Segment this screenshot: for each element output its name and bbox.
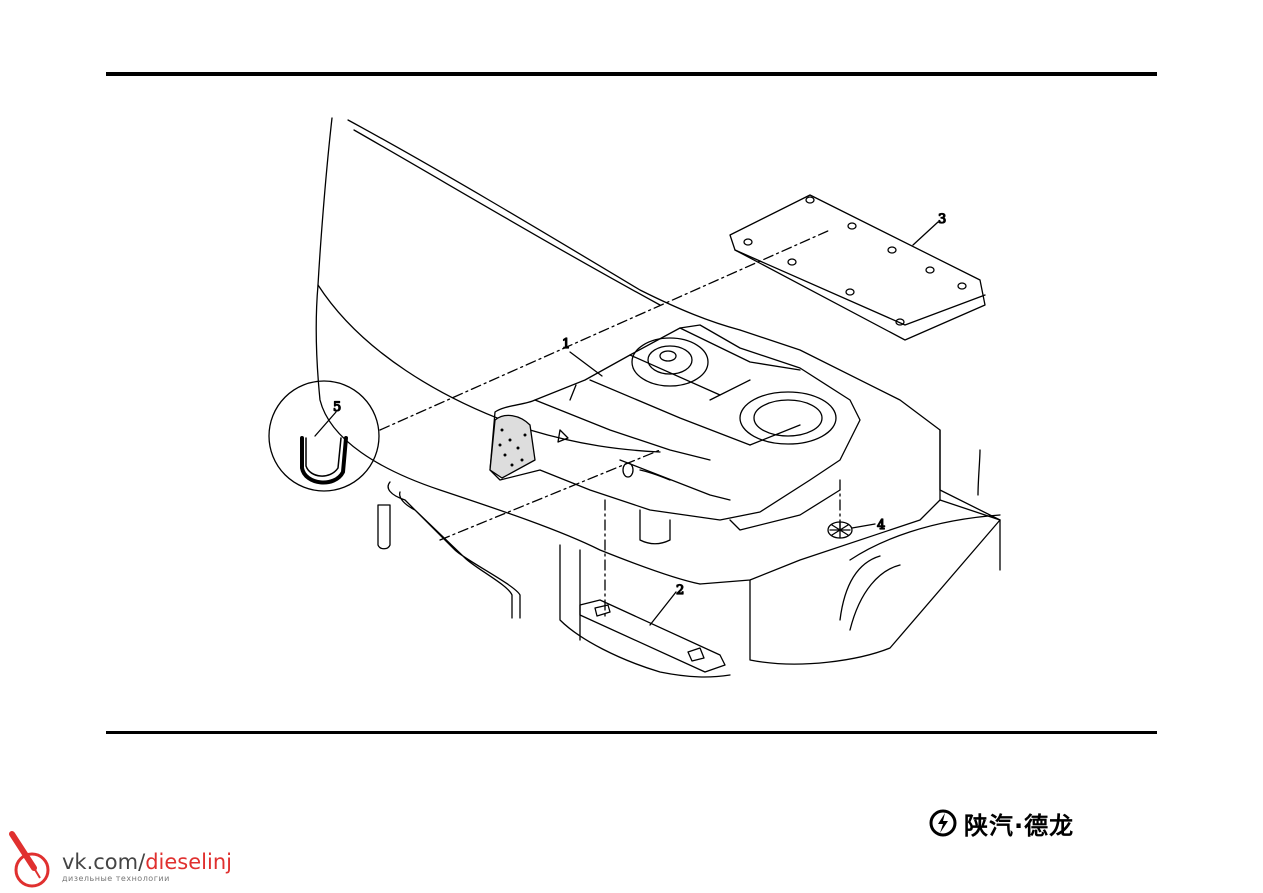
floor-dome-right: [739, 391, 837, 445]
shacman-logo-icon: [929, 809, 957, 837]
duct-hose: [387, 481, 521, 619]
bottom-rule: [106, 731, 1157, 734]
seal-detail: [268, 380, 380, 492]
grommet: [827, 521, 853, 539]
cab-body-outline: [315, 117, 701, 585]
brand-text: 陕汽·德龙: [964, 811, 1075, 840]
cab-lower-curve: [317, 284, 661, 453]
floor-dome-left: [631, 337, 709, 387]
watermark: vk.com/dieselinj дизельные технологии: [6, 828, 236, 890]
watermark-url: vk.com/dieselinj: [62, 850, 232, 874]
cab-floor-diagram: 1 2 3 4 5: [268, 117, 1001, 678]
roof-panel: [729, 194, 986, 341]
fender-right: [839, 514, 1001, 631]
injector-logo-icon: [9, 831, 50, 888]
cab-side: [699, 329, 941, 585]
watermark-tagline: дизельные технологии: [62, 874, 170, 883]
callout-3: 3: [938, 212, 946, 227]
roof-panel-bolts: [743, 196, 967, 326]
callout-2: 2: [676, 583, 684, 598]
cab-roof-edge: [347, 119, 741, 331]
insulation-block: [489, 414, 536, 479]
floor-panel: [489, 324, 861, 545]
callout-4: 4: [877, 518, 885, 533]
cover-plate: [579, 599, 726, 673]
callout-5: 5: [333, 400, 341, 415]
top-rule: [106, 72, 1157, 76]
callout-1: 1: [562, 337, 570, 352]
brand-logo: 陕汽·德龙: [928, 806, 1074, 840]
